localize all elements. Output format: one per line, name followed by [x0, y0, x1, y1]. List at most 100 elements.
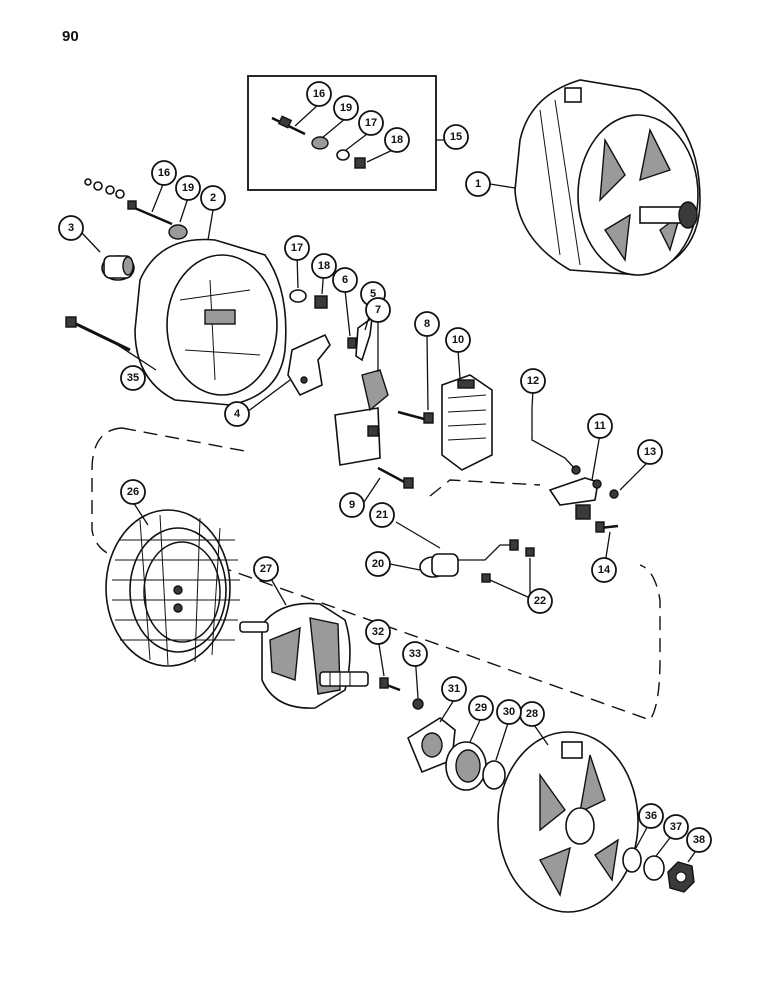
- spacer-36: [622, 847, 642, 873]
- nut-13: [609, 489, 619, 499]
- washer-17: [289, 289, 307, 303]
- rectifier: [441, 374, 493, 471]
- callout-1: 1: [465, 171, 491, 197]
- callout-17-kit: 17: [358, 110, 384, 136]
- spring-clip-5: [355, 316, 374, 362]
- callout-3: 3: [58, 215, 84, 241]
- callout-label: 28: [526, 708, 538, 720]
- callout-17: 17: [284, 235, 310, 261]
- assembly-dashed-line-main: [121, 427, 661, 721]
- callout-label: 16: [313, 88, 325, 100]
- bushing: [101, 255, 135, 281]
- kit-nut-18: [354, 157, 366, 169]
- callout-label: 22: [534, 595, 546, 607]
- callout-27: 27: [253, 556, 279, 582]
- screw-14: [595, 521, 619, 533]
- callout-label: 17: [291, 242, 303, 254]
- callout-label: 14: [598, 564, 611, 576]
- screw-22b: [481, 573, 491, 583]
- callout-label: 37: [670, 821, 682, 833]
- callout-label: 6: [342, 274, 348, 286]
- washer-19: [168, 224, 188, 240]
- callout-28: 28: [519, 701, 545, 727]
- callout-label: 30: [503, 706, 515, 718]
- screw-32: [379, 677, 401, 692]
- callout-32: 32: [365, 619, 391, 645]
- capacitor: [419, 539, 519, 578]
- bearing-retainer: [407, 717, 456, 774]
- callout-16: 16: [151, 160, 177, 186]
- callout-label: 19: [182, 182, 194, 194]
- callout-33: 33: [402, 641, 428, 667]
- callout-label: 35: [127, 372, 139, 384]
- kit-washer-17: [336, 149, 350, 161]
- callout-label: 5: [370, 288, 376, 300]
- callout-35: 35: [120, 365, 146, 391]
- callout-label: 8: [424, 318, 430, 330]
- callout-label: 17: [365, 117, 377, 129]
- callout-18-kit: 18: [384, 127, 410, 153]
- kit-washer-19: [311, 136, 329, 150]
- callout-14: 14: [591, 557, 617, 583]
- callout-label: 29: [475, 702, 487, 714]
- callout-label: 10: [452, 334, 464, 346]
- callout-label: 20: [372, 558, 384, 570]
- callout-label: 2: [210, 192, 216, 204]
- callout-label: 33: [409, 648, 421, 660]
- callout-36: 36: [638, 803, 664, 829]
- callout-label: 18: [391, 134, 403, 146]
- hardware-stack: [84, 178, 125, 199]
- callout-19: 19: [175, 175, 201, 201]
- callout-6: 6: [332, 267, 358, 293]
- through-bolt: [65, 316, 131, 352]
- callout-37: 37: [663, 814, 689, 840]
- callout-label: 21: [376, 509, 388, 521]
- callout-20: 20: [365, 551, 391, 577]
- callout-label: 13: [644, 446, 656, 458]
- collar-30: [482, 760, 506, 790]
- bracket: [287, 333, 331, 397]
- terminal-lead: [531, 408, 577, 471]
- callout-30: 30: [496, 699, 522, 725]
- kit-screw-16: [271, 115, 306, 136]
- callout-16-kit: 16: [306, 81, 332, 107]
- callout-label: 4: [234, 408, 241, 420]
- page-number: 90: [62, 28, 79, 45]
- screw-16: [127, 200, 173, 226]
- callout-label: 1: [475, 178, 481, 190]
- callout-label: 26: [127, 486, 139, 498]
- callout-26: 26: [120, 479, 146, 505]
- callout-label: 31: [448, 683, 460, 695]
- callout-7: 7: [365, 297, 391, 323]
- callout-label: 3: [68, 222, 74, 234]
- callout-label: 18: [318, 260, 330, 272]
- callout-4: 4: [224, 401, 250, 427]
- callout-10: 10: [445, 327, 471, 353]
- nut-18: [314, 295, 328, 309]
- slip-ring-end-frame: [134, 238, 287, 406]
- callout-15: 15: [443, 124, 469, 150]
- callout-label: 7: [375, 304, 381, 316]
- callout-18: 18: [311, 253, 337, 279]
- callout-label: 11: [594, 420, 606, 432]
- callout-label: 36: [645, 810, 657, 822]
- callout-label: 27: [260, 563, 272, 575]
- callout-22: 22: [527, 588, 553, 614]
- callout-label: 12: [527, 375, 539, 387]
- rotor: [239, 602, 369, 709]
- screw-9: [377, 466, 414, 489]
- washer-33: [412, 698, 424, 710]
- callout-2: 2: [200, 185, 226, 211]
- callout-label: 15: [450, 131, 462, 143]
- alternator-assembly: [514, 79, 701, 276]
- callout-8: 8: [414, 311, 440, 337]
- washer-37: [643, 855, 665, 881]
- callout-label: 38: [693, 834, 705, 846]
- callout-label: 19: [340, 102, 352, 114]
- callout-11: 11: [587, 413, 613, 439]
- callout-12: 12: [520, 368, 546, 394]
- bearing: [445, 741, 487, 791]
- kit-box: [247, 75, 437, 191]
- callout-9: 9: [339, 492, 365, 518]
